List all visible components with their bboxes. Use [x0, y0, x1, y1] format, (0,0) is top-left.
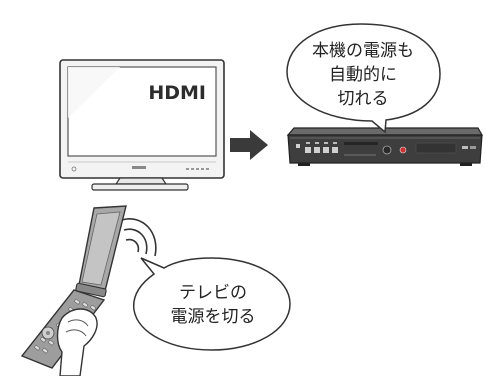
recorder-bubble-line-2: 自動的に — [329, 65, 397, 85]
remote-bubble-line-2: 電源を切る — [171, 307, 256, 327]
signal-waves-icon — [121, 218, 157, 257]
recorder-bubble-line-3: 切れる — [338, 89, 389, 109]
remote-speech-bubble: テレビの 電源を切る — [132, 257, 291, 351]
recorder-illustration — [286, 127, 484, 166]
recorder-bubble-line-1: 本機の電源も — [312, 41, 414, 61]
remote-bubble-line-1: テレビの — [179, 283, 247, 303]
hand-illustration — [56, 308, 98, 376]
recorder-speech-bubble: 本機の電源も 自動的に 切れる — [286, 23, 441, 134]
right-arrow-icon — [230, 130, 268, 160]
tv-illustration: HDMI — [59, 59, 225, 191]
tv-screen-label: HDMI — [148, 82, 206, 104]
